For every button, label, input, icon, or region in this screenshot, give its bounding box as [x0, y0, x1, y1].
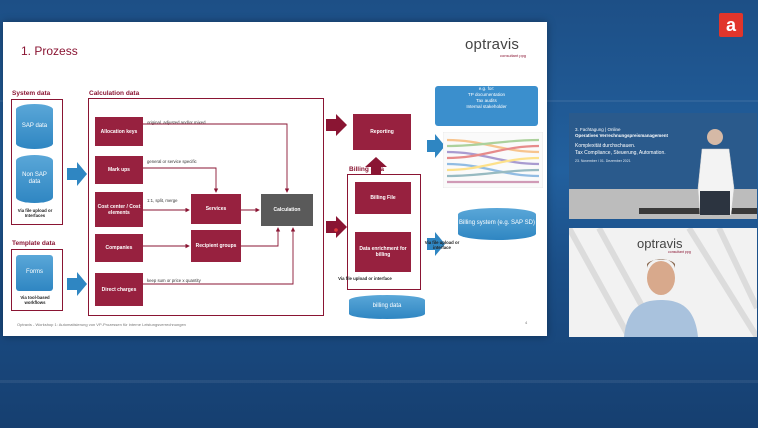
main-slide: 1. Prozess optravis consultant ppg Syste…: [3, 22, 547, 336]
label-costcenter: 1:1, split, merge: [147, 198, 178, 203]
callout-line: TP documentation: [467, 91, 506, 97]
sap-data-cylinder: SAP data: [16, 104, 53, 149]
template-data-frame: [11, 249, 63, 311]
label-allocation: original, adjusted and/or mixed: [147, 120, 206, 125]
presenter-slide-line3: Komplexität durchschauen.: [575, 143, 636, 149]
webcam-logo: optravis: [637, 236, 683, 251]
presenter-slide-line1: 3. Fachtagung | Online: [575, 127, 621, 132]
flow-connectors: [67, 114, 445, 314]
calculation-data-frame: [88, 98, 324, 316]
billing-system-cylinder: Billing system (e.g. SAP SD): [458, 208, 536, 240]
presenter-slide-line4: Tax Compliance, Steuerung, Automation.: [575, 150, 666, 156]
system-data-caption: Via file upload or Interfaces: [17, 208, 53, 219]
webcam-video[interactable]: optravis consultant ppg: [569, 228, 757, 337]
companies-box: Companies: [95, 234, 143, 262]
section-calculation-data: Calculation data: [89, 90, 140, 97]
presenter-backdrop: [569, 113, 757, 219]
webcam-logo-sub: consultant ppg: [668, 250, 691, 254]
billing-upload-caption: Via file upload or interface: [338, 276, 392, 281]
non-sap-data-cylinder: Non SAP data: [16, 155, 53, 203]
billing-system-caption: Via file upload or interface: [424, 240, 460, 251]
presenter-slide-line2: Operatives Verrechnungspreismanagement: [575, 133, 669, 138]
label-markups: general or service specific: [147, 159, 197, 164]
presenter-slide-line5: 23. November / 01. Dezember 2021: [575, 159, 631, 163]
label-direct: keep sum or price x quantity: [147, 278, 201, 283]
billing-data-cylinder: billing data: [349, 295, 425, 319]
direct-charges-box: Direct charges: [95, 273, 143, 306]
callout-line: Tax audits: [476, 97, 497, 103]
services-box: Services: [191, 194, 241, 224]
section-template-data: Template data: [12, 240, 56, 247]
forms-box: Forms: [16, 255, 53, 291]
slide-footer: Optravis - Workshop 1: Automatisierung v…: [17, 322, 186, 327]
calculation-box: Calculation: [261, 194, 313, 226]
mark-ups-box: Mark ups: [95, 156, 143, 184]
presenter-video[interactable]: 3. Fachtagung | Online Operatives Verrec…: [569, 113, 757, 219]
allocation-keys-box: Allocation keys: [95, 117, 143, 146]
slide-page-number: 4: [525, 320, 528, 325]
report-thumbnail: [443, 132, 543, 188]
recipient-groups-box: Recipient groups: [191, 230, 241, 262]
section-system-data: System data: [12, 90, 51, 97]
app-logo-icon[interactable]: a: [719, 13, 743, 37]
template-data-caption: Via tool-based workflows: [20, 295, 50, 306]
system-data-frame: [11, 99, 63, 225]
data-enrichment-box: Data enrichment for billing: [355, 232, 411, 272]
section-billing-data: Billing data: [349, 166, 385, 173]
billing-file-box: Billing File: [355, 182, 411, 214]
callout-line: Internal stakeholder: [466, 103, 507, 109]
billing-data-frame: [347, 174, 421, 290]
cost-center-box: Cost center / Cost elements: [95, 192, 143, 227]
callout-line: e.g. for:: [478, 86, 495, 91]
reporting-box: Reporting: [353, 114, 411, 150]
slide-title: 1. Prozess: [21, 44, 78, 58]
background-stripe: [0, 380, 758, 383]
reporting-callout: e.g. for: TP documentation Tax audits In…: [435, 86, 538, 126]
webcam-backdrop: [569, 228, 757, 337]
optravis-logo: optravis: [465, 36, 520, 53]
optravis-logo-sub: consultant ppg: [500, 53, 527, 58]
